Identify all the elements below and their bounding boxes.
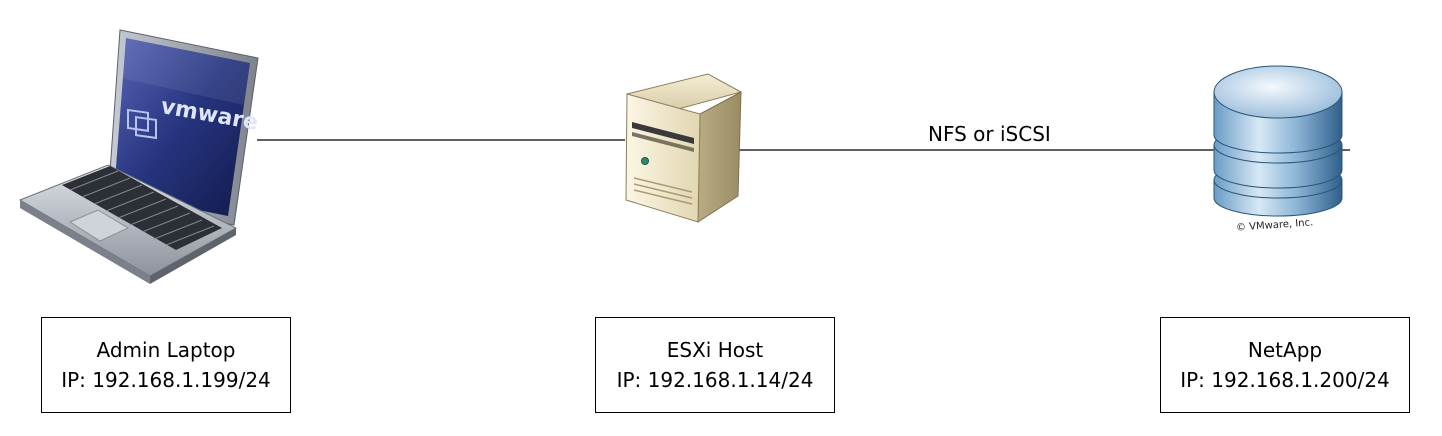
laptop-name: Admin Laptop xyxy=(96,338,236,362)
laptop-icon: vmware xyxy=(18,29,260,284)
database-icon xyxy=(1213,65,1343,217)
netapp-name: NetApp xyxy=(1247,338,1323,362)
netapp-label-box: NetApp IP: 192.168.1.200/24 xyxy=(1160,317,1410,413)
netapp-ip: IP: 192.168.1.200/24 xyxy=(1180,368,1390,392)
link-protocol-label: NFS or iSCSI xyxy=(928,122,1051,146)
vmware-logo-icon xyxy=(127,108,157,140)
laptop-ip: IP: 192.168.1.199/24 xyxy=(61,368,271,392)
laptop-label-box: Admin Laptop IP: 192.168.1.199/24 xyxy=(41,317,291,413)
host-name: ESXi Host xyxy=(666,338,764,362)
server-icon xyxy=(625,73,743,223)
host-ip: IP: 192.168.1.14/24 xyxy=(616,368,814,392)
host-label-box: ESXi Host IP: 192.168.1.14/24 xyxy=(595,317,835,413)
